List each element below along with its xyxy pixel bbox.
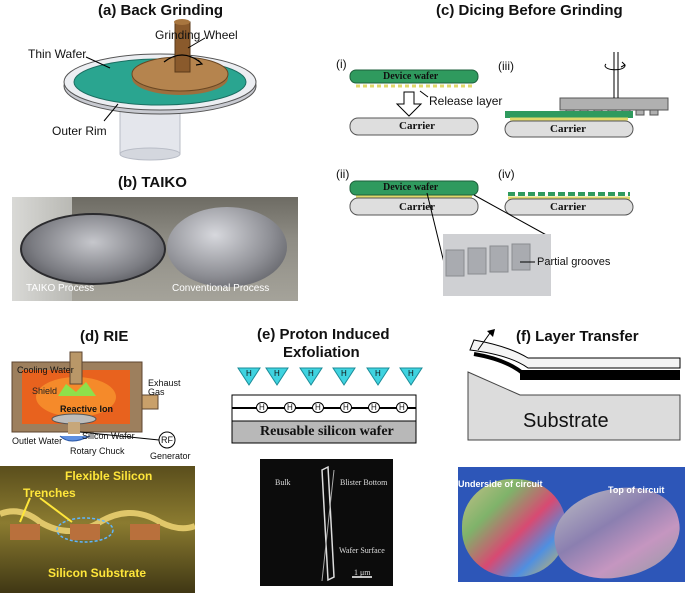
proton-h-6: H (408, 369, 414, 378)
step-iii-label: (iii) (498, 59, 514, 73)
implanted-h-5: H (368, 402, 380, 413)
outlet-water-label: Outlet Water (12, 436, 63, 446)
implanted-h-3: H (312, 402, 324, 413)
rotary-chuck-label: Rotary Chuck (70, 446, 125, 456)
taiko-photo: TAIKO Process Conventional Process (12, 197, 298, 301)
step-i-label: (i) (336, 57, 347, 71)
step-ii-label: (ii) (336, 167, 350, 181)
outer-rim-label: Outer Rim (52, 124, 107, 138)
panel-c-title: (c) Dicing Before Grinding (436, 2, 623, 19)
thin-wafer-label: Thin Wafer (28, 47, 87, 61)
panel-b-title: (b) TAIKO (118, 174, 187, 191)
panel-a-title: (a) Back Grinding (98, 2, 224, 19)
trenches-label: Trenches (23, 486, 76, 500)
reusable-wafer-label: Reusable silicon wafer (260, 424, 394, 439)
top-label: Top of circuit (608, 485, 665, 495)
underside-label: Underside of circuit (458, 479, 543, 489)
device-wafer-label-i: Device wafer (383, 71, 439, 82)
gas-label: Gas (148, 387, 165, 397)
reactive-ion-label: Reactive Ion (60, 404, 114, 414)
carrier-label-i: Carrier (399, 120, 436, 132)
blister-bottom-label: Blister Bottom (340, 478, 388, 487)
scale-bar-label: 1 μm (354, 568, 371, 577)
proton-h-1: H (246, 369, 252, 378)
proton-h-2: H (274, 369, 280, 378)
implanted-h-2: H (284, 402, 296, 413)
panel-e-title-1: (e) Proton Induced (257, 326, 390, 343)
carrier-label-iii: Carrier (550, 123, 587, 135)
implanted-h-6: H (396, 402, 408, 413)
panel-f-title: (f) Layer Transfer (516, 328, 639, 345)
partial-grooves-label: Partial grooves (537, 256, 611, 268)
proton-labels: H H H H H H (232, 367, 422, 385)
silicon-wafer-label: Silicon Wafer (82, 431, 135, 441)
proton-h-4: H (341, 369, 347, 378)
taiko-process-caption: TAIKO Process (26, 283, 95, 294)
cooling-water-label: Cooling Water (17, 365, 74, 375)
flexible-silicon-label: Flexible Silicon (65, 469, 153, 483)
panel-e-title-2: Exfoliation (283, 344, 360, 361)
substrate-label: Substrate (523, 410, 609, 432)
device-wafer-label-ii: Device wafer (383, 182, 439, 193)
silicon-substrate-label: Silicon Substrate (48, 566, 147, 580)
wafer-surface-label: Wafer Surface (339, 546, 385, 555)
shield-label: Shield (32, 386, 58, 396)
conventional-process-caption: Conventional Process (172, 283, 270, 294)
bulk-label: Bulk (275, 478, 291, 487)
release-layer-label: Release layer (429, 94, 503, 108)
carrier-label-iv: Carrier (550, 201, 587, 213)
proton-h-5: H (375, 369, 381, 378)
implanted-h-row: H H H H H H (232, 402, 416, 414)
implanted-h-1: H (256, 402, 268, 413)
grinding-wheel-label: Grinding Wheel (155, 28, 238, 42)
implanted-h-4: H (340, 402, 352, 413)
panel-d-title: (d) RIE (80, 328, 129, 345)
proton-h-3: H (308, 369, 314, 378)
generator-label: Generator (150, 451, 191, 461)
carrier-label-ii: Carrier (399, 201, 436, 213)
circuit-photo: Underside of circuit Top of circuit (458, 467, 685, 582)
flexible-silicon-photo: Flexible Silicon Trenches Silicon Substr… (0, 466, 195, 593)
step-iv-label: (iv) (498, 167, 515, 181)
exhaust-label: Exhaust (148, 378, 181, 388)
rf-label: RF (161, 435, 173, 445)
